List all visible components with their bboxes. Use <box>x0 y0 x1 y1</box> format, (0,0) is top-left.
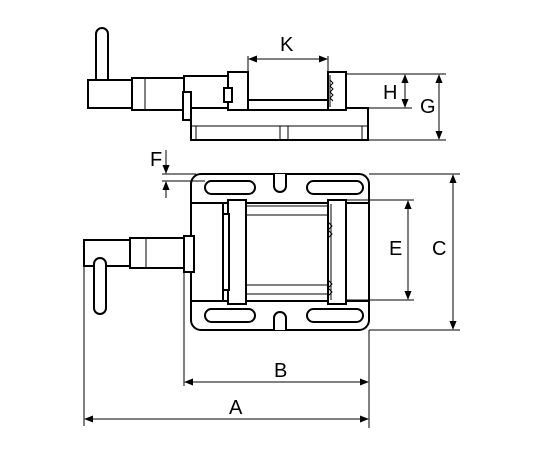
label-k: K <box>280 34 294 56</box>
slot-top-left <box>204 180 256 195</box>
side-handle-bar <box>95 27 109 87</box>
label-f: F <box>150 149 162 171</box>
side-handle-hub <box>87 79 133 109</box>
label-b: B <box>274 360 287 382</box>
dimension-f: F <box>150 149 205 198</box>
top-view <box>83 173 370 331</box>
dimension-h: H <box>346 73 412 109</box>
dimension-e: E <box>346 199 414 301</box>
label-a: A <box>229 397 243 419</box>
slot-bottom-right <box>306 308 364 323</box>
dimension-g: G <box>368 73 446 141</box>
label-h: H <box>383 82 397 104</box>
slot-top-right <box>306 180 364 195</box>
top-handle-bar <box>93 257 107 315</box>
label-e: E <box>389 238 402 260</box>
side-screw-shaft <box>131 77 185 111</box>
dimension-c: C <box>369 173 460 331</box>
dimension-b: B <box>183 272 370 428</box>
dimension-a: A <box>83 266 369 426</box>
slot-bottom-left <box>204 308 256 323</box>
side-view <box>87 27 369 141</box>
top-movable-jaw <box>227 199 247 305</box>
top-handle-hub <box>83 239 131 267</box>
dimension-k: K <box>247 34 329 74</box>
top-screw-shaft <box>183 235 195 273</box>
label-c: C <box>432 238 446 260</box>
label-g: G <box>420 96 436 118</box>
